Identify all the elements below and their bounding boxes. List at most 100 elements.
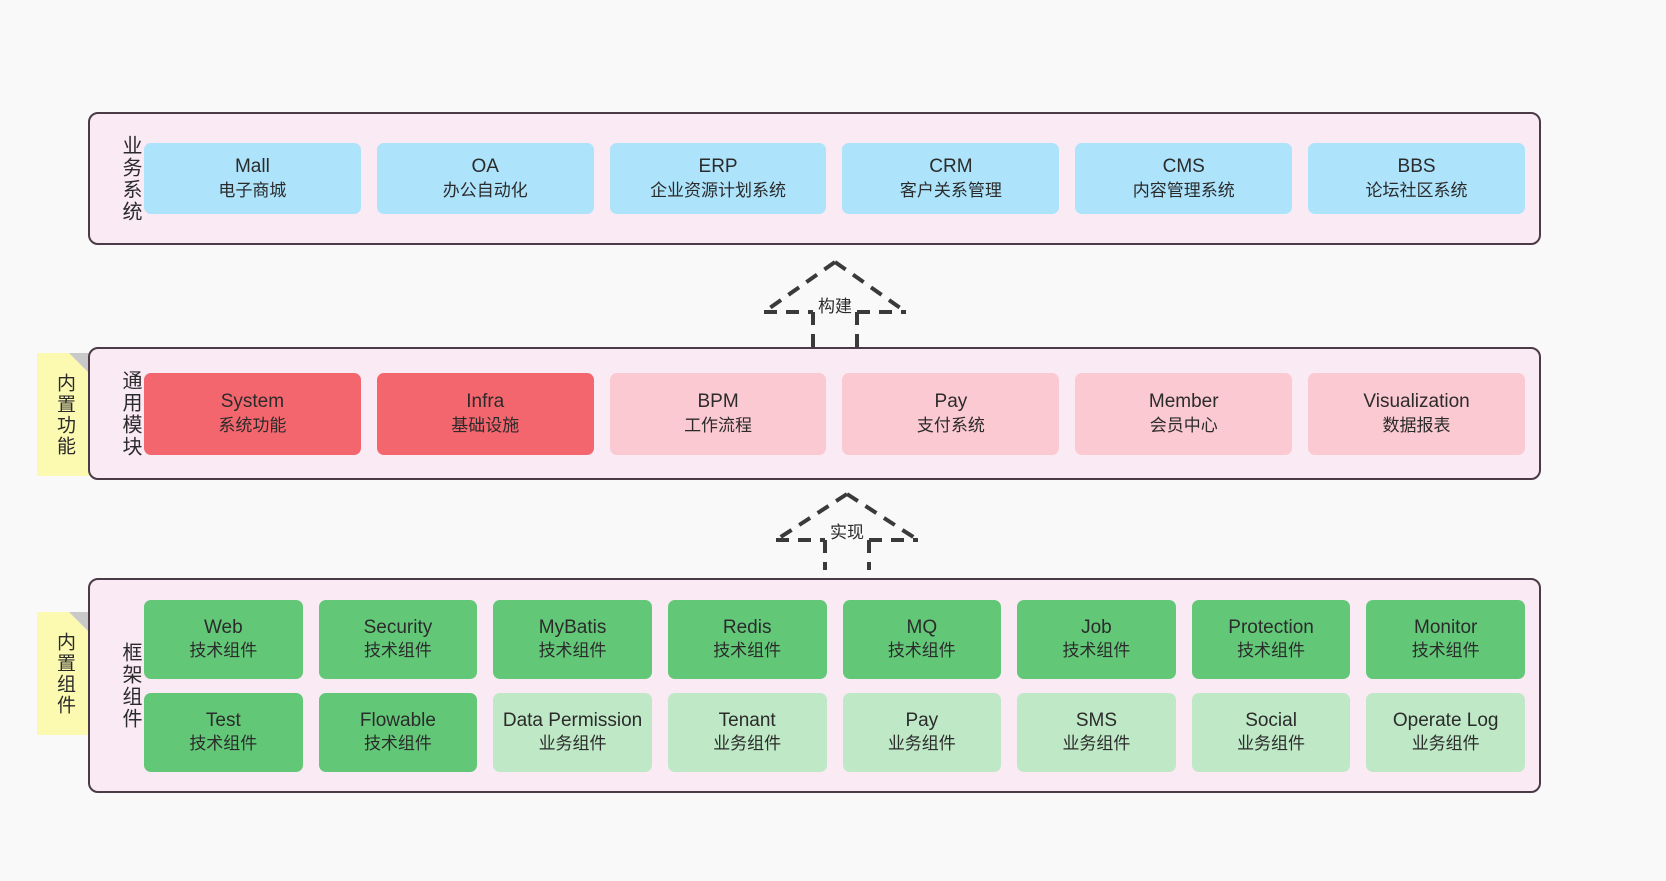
card-oa-title: OA — [471, 156, 499, 178]
card-pay-component-title: Pay — [905, 709, 939, 731]
card-bpm-title: BPM — [697, 391, 739, 413]
card-data-permission[interactable]: Data Permission 业务组件 — [493, 692, 652, 772]
card-bpm-subtitle: 工作流程 — [684, 415, 753, 435]
card-protection[interactable]: Protection 技术组件 — [1191, 599, 1351, 679]
card-social-title: Social — [1245, 709, 1297, 731]
layer-framework-label: 框架组件 — [119, 641, 141, 730]
card-social-subtitle: 业务组件 — [1237, 734, 1306, 754]
card-monitor-title: Monitor — [1414, 616, 1478, 638]
card-cms-title: CMS — [1162, 156, 1205, 178]
card-erp-title: ERP — [698, 156, 738, 178]
card-bbs[interactable]: BBS 论坛社区系统 — [1308, 143, 1525, 214]
card-crm-subtitle: 客户关系管理 — [899, 180, 1002, 200]
layer-business-systems: 业务系统 Mall 电子商城 OA 办公自动化 ERP 企业资源计划系统 CRM… — [88, 112, 1541, 245]
card-job-title: Job — [1081, 616, 1112, 638]
card-flowable-subtitle: 技术组件 — [363, 734, 432, 754]
card-sms[interactable]: SMS 业务组件 — [1017, 692, 1176, 772]
card-visualization[interactable]: Visualization 数据报表 — [1308, 372, 1525, 455]
arrow-implement-label: 实现 — [827, 518, 867, 543]
card-pay-module[interactable]: Pay 支付系统 — [842, 372, 1060, 455]
card-visualization-subtitle: 数据报表 — [1382, 415, 1451, 435]
card-infra[interactable]: Infra 基础设施 — [376, 372, 594, 455]
framework-row-1: Web 技术组件 Security 技术组件 MyBatis 技术组件 Redi… — [144, 599, 1525, 679]
card-oa-subtitle: 办公自动化 — [442, 180, 528, 200]
card-redis[interactable]: Redis 技术组件 — [667, 599, 827, 679]
card-data-permission-title: Data Permission — [502, 709, 643, 731]
card-member-title: Member — [1148, 391, 1219, 413]
card-infra-title: Infra — [466, 391, 505, 413]
arrow-build: 构建 — [760, 258, 910, 348]
layer-business-label: 业务系统 — [119, 134, 141, 223]
card-security[interactable]: Security 技术组件 — [318, 599, 478, 679]
card-mq[interactable]: MQ 技术组件 — [842, 599, 1002, 679]
card-operate-log-subtitle: 业务组件 — [1411, 734, 1480, 754]
card-cms[interactable]: CMS 内容管理系统 — [1075, 143, 1293, 214]
card-flowable-title: Flowable — [359, 709, 436, 731]
card-pay-component[interactable]: Pay 业务组件 — [842, 692, 1002, 772]
card-system[interactable]: System 系统功能 — [144, 372, 361, 455]
card-protection-subtitle: 技术组件 — [1237, 641, 1306, 661]
layer-framework-components: 框架组件 Web 技术组件 Security 技术组件 MyBatis 技术组件… — [88, 578, 1541, 793]
card-member[interactable]: Member 会员中心 — [1075, 372, 1293, 455]
card-oa[interactable]: OA 办公自动化 — [376, 143, 594, 214]
card-sms-title: SMS — [1075, 709, 1118, 731]
card-mq-title: MQ — [906, 616, 938, 638]
card-web-subtitle: 技术组件 — [189, 641, 258, 661]
card-social[interactable]: Social 业务组件 — [1191, 692, 1351, 772]
card-security-subtitle: 技术组件 — [363, 641, 432, 661]
card-test[interactable]: Test 技术组件 — [144, 692, 303, 772]
business-card-list: Mall 电子商城 OA 办公自动化 ERP 企业资源计划系统 CRM 客户关系… — [140, 114, 1539, 243]
card-protection-title: Protection — [1228, 616, 1314, 638]
card-member-subtitle: 会员中心 — [1149, 415, 1218, 435]
card-sms-subtitle: 业务组件 — [1062, 734, 1131, 754]
sticky-fold-icon — [69, 612, 91, 634]
card-bpm[interactable]: BPM 工作流程 — [609, 372, 827, 455]
card-flowable[interactable]: Flowable 技术组件 — [318, 692, 478, 772]
card-job-subtitle: 技术组件 — [1062, 641, 1131, 661]
card-data-permission-subtitle: 业务组件 — [538, 734, 607, 754]
card-test-subtitle: 技术组件 — [189, 734, 258, 754]
card-operate-log-title: Operate Log — [1392, 709, 1499, 731]
card-tenant-subtitle: 业务组件 — [713, 734, 782, 754]
modules-card-list: System 系统功能 Infra 基础设施 BPM 工作流程 Pay 支付系统… — [140, 349, 1539, 478]
card-tenant[interactable]: Tenant 业务组件 — [667, 692, 827, 772]
card-security-title: Security — [363, 616, 433, 638]
card-system-title: System — [220, 391, 285, 413]
card-web-title: Web — [203, 616, 243, 638]
card-mall[interactable]: Mall 电子商城 — [144, 143, 361, 214]
card-erp-subtitle: 企业资源计划系统 — [650, 180, 787, 200]
card-operate-log[interactable]: Operate Log 业务组件 — [1366, 692, 1525, 772]
card-job[interactable]: Job 技术组件 — [1017, 599, 1176, 679]
arrow-build-icon — [762, 260, 908, 348]
card-mybatis-subtitle: 技术组件 — [538, 641, 607, 661]
arrow-implement: 实现 — [772, 490, 922, 570]
card-pay-module-title: Pay — [934, 391, 968, 413]
layer-common-modules: 通用模块 System 系统功能 Infra 基础设施 BPM 工作流程 Pay… — [88, 347, 1541, 480]
card-mall-title: Mall — [234, 156, 270, 178]
card-crm[interactable]: CRM 客户关系管理 — [842, 143, 1060, 214]
card-mybatis[interactable]: MyBatis 技术组件 — [493, 599, 652, 679]
card-bbs-title: BBS — [1397, 156, 1436, 178]
sticky-fold-icon — [69, 353, 91, 375]
card-mybatis-title: MyBatis — [538, 616, 607, 638]
framework-card-list: Web 技术组件 Security 技术组件 MyBatis 技术组件 Redi… — [140, 580, 1539, 791]
card-system-subtitle: 系统功能 — [218, 415, 287, 435]
card-web[interactable]: Web 技术组件 — [144, 599, 303, 679]
card-monitor[interactable]: Monitor 技术组件 — [1366, 599, 1525, 679]
arrow-build-label: 构建 — [815, 292, 855, 317]
card-erp[interactable]: ERP 企业资源计划系统 — [609, 143, 827, 214]
card-mq-subtitle: 技术组件 — [887, 641, 956, 661]
card-redis-title: Redis — [722, 616, 772, 638]
card-visualization-title: Visualization — [1363, 391, 1470, 413]
sticky-note-builtin-components: 内置组件 — [37, 612, 91, 735]
card-monitor-subtitle: 技术组件 — [1411, 641, 1480, 661]
card-cms-subtitle: 内容管理系统 — [1132, 180, 1235, 200]
sticky-note-builtin-components-label: 内置组件 — [53, 631, 75, 716]
card-bbs-subtitle: 论坛社区系统 — [1365, 180, 1468, 200]
arrow-implement-icon — [774, 492, 920, 570]
card-redis-subtitle: 技术组件 — [713, 641, 782, 661]
card-test-title: Test — [205, 709, 241, 731]
layer-modules-label: 通用模块 — [119, 369, 141, 458]
card-infra-subtitle: 基础设施 — [451, 415, 520, 435]
